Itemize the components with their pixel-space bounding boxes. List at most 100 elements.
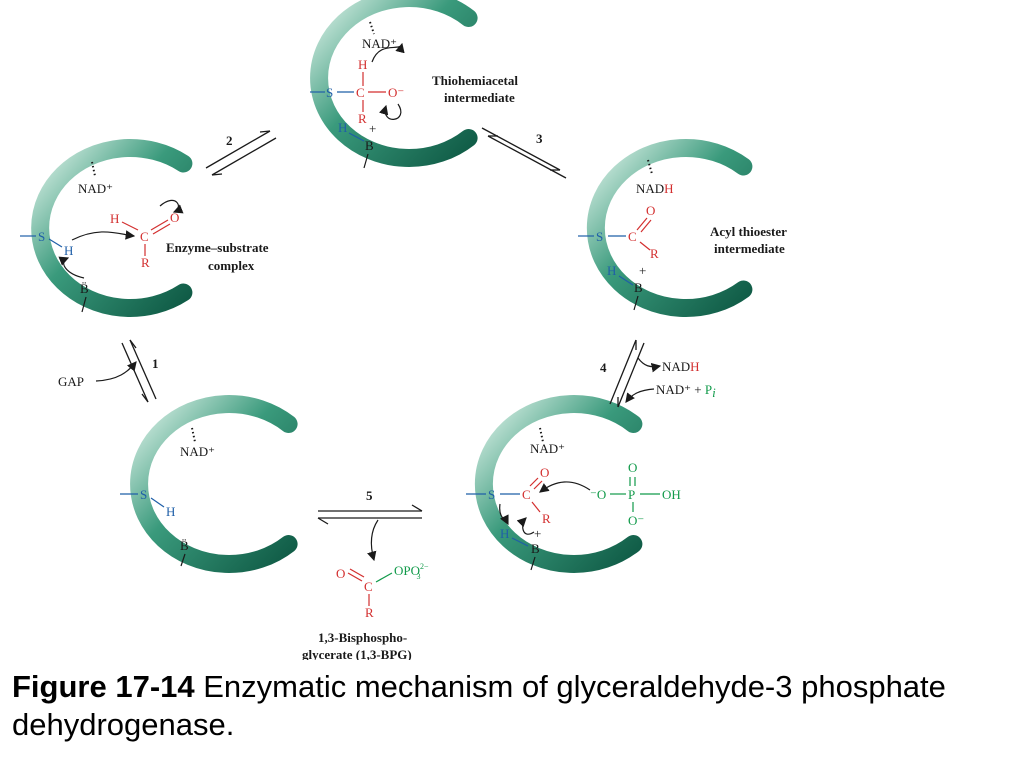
half-arrow-reverse (211, 173, 223, 176)
proton-return-arrow (516, 517, 535, 535)
proton-transfer-arrow (58, 256, 85, 279)
enzyme-ring-top (310, 0, 478, 167)
aldehyde-h: H (110, 211, 119, 226)
bpg-o: O (336, 566, 345, 581)
r-group: R (542, 511, 551, 526)
equilibrium-reverse (211, 137, 277, 176)
equilibrium-reverse (487, 135, 567, 179)
phosphorus: P (628, 487, 635, 502)
step-5: 5 (317, 488, 423, 562)
h-on-base: H (607, 263, 616, 278)
nad-label: NAD⁺ (530, 441, 565, 456)
thiol-h: H (166, 504, 175, 519)
phosphate-o-minus: ⁻O (590, 487, 606, 502)
bond-h-b (618, 275, 634, 286)
equilibrium-reverse (617, 342, 645, 408)
thiol-release-arrow (499, 503, 509, 526)
equilibrium-forward (481, 127, 561, 171)
bond-h-b (511, 537, 529, 547)
carbonyl-o: O (540, 465, 549, 480)
bpg-name-1: 1,3-Bisphospho- (318, 630, 407, 645)
product-bpg: O C OPO2−3 R 1,3-Bisphospho- glycerate (… (302, 562, 429, 660)
bond-c-r (639, 241, 651, 251)
enzyme-ring-bottom-left (130, 395, 298, 573)
caption-text: Enzymatic mechanism of glyceraldehyde-3 … (12, 669, 946, 742)
step-3: 3 (481, 127, 567, 179)
base: B̈ (180, 538, 189, 553)
carbon: C (140, 229, 149, 244)
half-arrow-forward (411, 504, 423, 512)
sulfur: S (326, 85, 333, 100)
nad-dots (647, 159, 653, 175)
double-bond-b (533, 480, 543, 490)
equilibrium-forward (609, 339, 637, 405)
bond-s-h (48, 238, 63, 248)
figure-number: Figure 17-14 (12, 669, 195, 704)
enzyme-substrate-label-2: complex (208, 258, 255, 273)
gap-label: GAP (58, 374, 84, 389)
thiohemiacetal-label-1: Thiohemiacetal (432, 73, 518, 88)
phosphate-attack-arrow (539, 481, 591, 493)
equilibrium-forward (121, 342, 149, 403)
carbonyl-arrow (159, 199, 184, 214)
enzyme-substrate-state: NAD⁺ S H B̈ H C O R Enzyme–substrate com… (20, 139, 269, 317)
bond-c-opo (375, 572, 393, 583)
nad-label: NAD⁺ (362, 36, 397, 51)
plus-charge: + (534, 526, 541, 541)
acyl-thioester-state: NADH S C O R H + B Acyl thioester interm… (578, 139, 787, 317)
bpg-release-arrow (367, 519, 379, 562)
bond-s-h (150, 497, 165, 508)
step-1-number: 1 (152, 356, 159, 371)
step-2-number: 2 (226, 133, 233, 148)
sulfur: S (38, 229, 45, 244)
thiohemiacetal-label-2: intermediate (444, 90, 515, 105)
bpg-r: R (365, 605, 374, 620)
base: B̈ (80, 281, 89, 296)
bond-base (530, 556, 536, 571)
equilibrium-forward (205, 130, 271, 169)
r-group: R (358, 111, 367, 126)
bond-h-b (348, 132, 365, 142)
half-arrow-forward (141, 393, 149, 403)
nad-dots (369, 21, 375, 35)
sulfur: S (140, 487, 147, 502)
nad-label: NAD⁺ (78, 181, 113, 196)
sulfur: S (488, 487, 495, 502)
nadh-output-arrow (637, 357, 662, 373)
free-enzyme-state: NAD⁺ S H B̈ (120, 395, 298, 573)
step-5-number: 5 (366, 488, 373, 503)
plus-charge: + (369, 121, 376, 136)
double-bond-a (150, 219, 169, 231)
step-1: 1 GAP (58, 339, 159, 403)
bond-base (81, 296, 87, 313)
nadh-label: NADH (636, 181, 674, 196)
o-electron-arrow (378, 103, 402, 120)
step-4-number: 4 (600, 360, 607, 375)
carbon: C (356, 85, 365, 100)
half-arrow-reverse (317, 517, 329, 525)
double-bond-a (529, 477, 539, 487)
thiol-h: H (64, 243, 73, 258)
nad-label: NAD⁺ (180, 444, 215, 459)
double-bond-b (640, 219, 652, 233)
h-on-base: H (338, 120, 347, 135)
bpg-opo3: OPO2−3 (394, 562, 429, 581)
bond-base (180, 553, 186, 567)
oxyanion: O⁻ (388, 85, 404, 100)
step-3-number: 3 (536, 131, 543, 146)
sulfur: S (596, 229, 603, 244)
gapdh-mechanism-diagram: NAD⁺ H S C O⁻ R H + B Thiohemiacetal int… (20, 0, 787, 660)
carbonyl-o: O (646, 203, 655, 218)
bond-c-r (531, 501, 541, 513)
double-bond-b (349, 568, 365, 578)
step-4: 4 NADH NAD⁺ + Pi (600, 339, 716, 408)
h-top: H (358, 57, 367, 72)
thiolate-attack-arrow (71, 230, 136, 241)
step-2: 2 (205, 130, 277, 176)
enzyme-ring-left (31, 139, 193, 317)
phosphate-o-bottom: O⁻ (628, 513, 644, 528)
bond-base (633, 295, 639, 311)
enzyme-substrate-label-1: Enzyme–substrate (166, 240, 269, 255)
bond-base (363, 153, 369, 169)
phosphate-attack-state: NAD⁺ S C O R H + B ⁻O P OH O O⁻ (466, 395, 681, 573)
